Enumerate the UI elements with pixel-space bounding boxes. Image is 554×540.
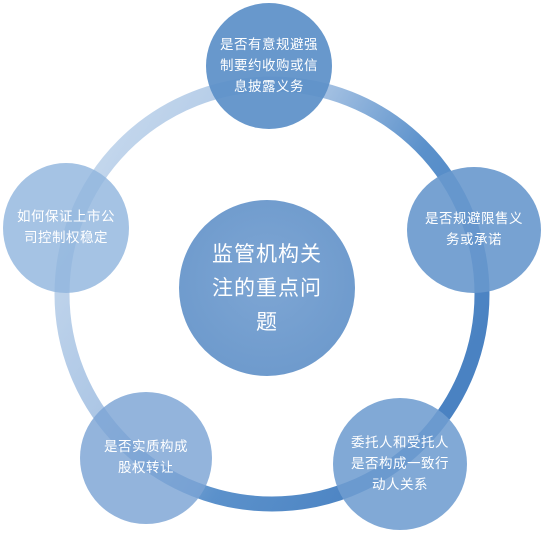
node-control-stability-label: 如何保证上市公司控制权稳定 [17,209,115,246]
node-concert-party-label: 委托人和受托人是否构成一致行动人关系 [351,434,449,493]
node-avoid-lockup-label: 是否规避限售义务或承诺 [425,211,523,248]
node-avoid-mandatory-offer-label: 是否有意规避强制要约收购或信息披露义务 [220,36,318,95]
center-title: 监管机构关注的重点问题 [212,242,322,334]
node-avoid-mandatory-offer: 是否有意规避强制要约收购或信息披露义务 [206,3,332,129]
node-equity-transfer: 是否实质构成股权转让 [80,392,212,524]
node-equity-transfer-label: 是否实质构成股权转让 [104,439,188,476]
node-control-stability: 如何保证上市公司控制权稳定 [3,163,129,293]
node-avoid-lockup: 是否规避限售义务或承诺 [407,167,541,293]
node-concert-party: 委托人和受托人是否构成一致行动人关系 [333,398,467,530]
center-node: 监管机构关注的重点问题 [179,200,355,376]
